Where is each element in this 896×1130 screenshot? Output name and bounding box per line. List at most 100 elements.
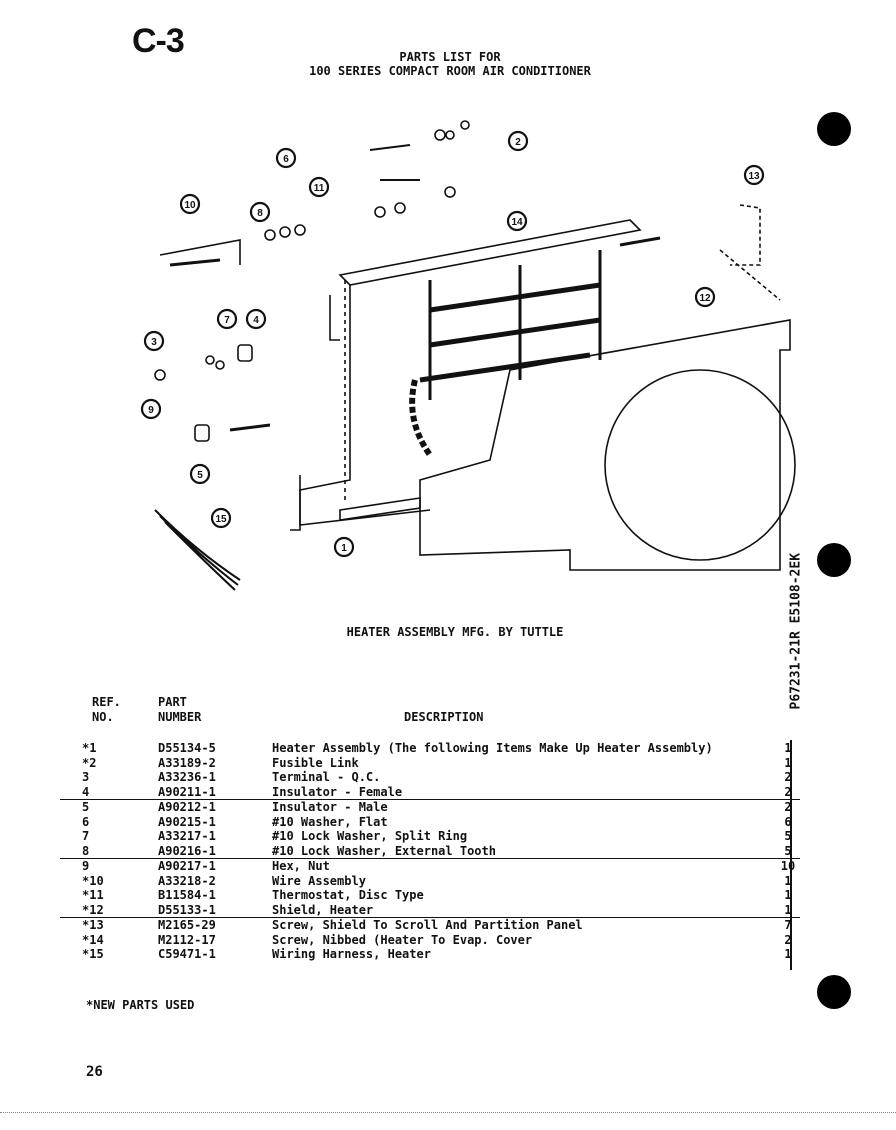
part-number: A90216-1 bbox=[158, 843, 216, 858]
table-row: 9 A90217-1 Hex, Nut 10 bbox=[60, 859, 800, 874]
title-line-1: PARTS LIST FOR bbox=[399, 50, 501, 64]
ref-no: *1 bbox=[82, 741, 97, 755]
header-ref-line1: REF. bbox=[92, 695, 121, 709]
footnote: *NEW PARTS USED bbox=[86, 998, 195, 1012]
table-row: 6 A90215-1 #10 Washer, Flat 6 bbox=[60, 815, 800, 830]
callout-8-label: 8 bbox=[257, 208, 263, 219]
callout-5 bbox=[189, 463, 211, 485]
part-number: D55134-5 bbox=[158, 741, 216, 755]
parts-table: *1 D55134-5 Heater Assembly (The following… bbox=[60, 741, 800, 962]
quantity: 10 bbox=[780, 859, 796, 873]
part-number: D55133-1 bbox=[158, 902, 216, 917]
header-ref: REF. NO. bbox=[92, 695, 121, 725]
callout-2-label: 2 bbox=[515, 137, 521, 148]
quantity: 5 bbox=[784, 843, 792, 858]
callout-5-label: 5 bbox=[197, 470, 203, 481]
header-part: PART NUMBER bbox=[158, 695, 201, 725]
quantity: 7 bbox=[784, 918, 792, 932]
quantity: 1 bbox=[784, 755, 792, 770]
part-number: A33236-1 bbox=[158, 770, 216, 784]
ref-no: *2 bbox=[82, 755, 97, 770]
quantity: 6 bbox=[784, 814, 792, 829]
header-part-line2: NUMBER bbox=[158, 710, 202, 724]
callout-6-label: 6 bbox=[283, 154, 289, 165]
quantity: 1 bbox=[784, 888, 792, 902]
description: #10 Lock Washer, Split Ring bbox=[272, 829, 468, 843]
callout-3-label: 3 bbox=[151, 337, 157, 348]
ref-no: 9 bbox=[82, 859, 90, 873]
description: Insulator - Female bbox=[272, 784, 403, 799]
description: Heater Assembly (The following Items Mak… bbox=[272, 741, 713, 755]
ref-no: *11 bbox=[82, 888, 104, 902]
callout-9-label: 9 bbox=[148, 405, 154, 416]
callout-11 bbox=[308, 176, 330, 198]
description: Wiring Harness, Heater bbox=[272, 947, 431, 961]
ref-no: 8 bbox=[82, 843, 90, 858]
ref-no: *12 bbox=[82, 902, 104, 917]
table-row: *11 B11584-1 Thermostat, Disc Type 1 bbox=[60, 888, 800, 903]
binder-hole-bottom bbox=[817, 975, 851, 1009]
header-part-line1: PART bbox=[158, 695, 187, 709]
callout-15-label: 15 bbox=[215, 514, 227, 525]
quantity: 1 bbox=[784, 873, 792, 888]
description: Terminal - Q.C. bbox=[272, 770, 381, 784]
part-number: A90217-1 bbox=[158, 859, 216, 873]
callout-9 bbox=[140, 398, 162, 420]
callout-12-label: 12 bbox=[699, 293, 711, 304]
callout-6 bbox=[275, 147, 297, 169]
quantity: 2 bbox=[784, 784, 792, 799]
binder-hole-top bbox=[817, 112, 851, 146]
description: Screw, Nibbed (Heater To Evap. Cover bbox=[272, 932, 533, 947]
callout-13-label: 13 bbox=[748, 171, 760, 182]
binder-hole-middle bbox=[817, 543, 851, 577]
description: Hex, Nut bbox=[272, 859, 330, 873]
ref-no: *14 bbox=[82, 932, 104, 947]
part-number: C59471-1 bbox=[158, 947, 216, 961]
callout-14 bbox=[506, 210, 528, 232]
page-code: C-3 bbox=[132, 22, 185, 60]
part-number: M2112-17 bbox=[158, 932, 216, 947]
scan-edge bbox=[0, 1112, 896, 1114]
title-line-2: 100 SERIES COMPACT ROOM AIR CONDITIONER bbox=[309, 64, 591, 78]
ref-no: *15 bbox=[82, 947, 104, 961]
qty-column-rule bbox=[790, 740, 792, 970]
callout-3 bbox=[143, 330, 165, 352]
callout-4 bbox=[245, 308, 267, 330]
description: #10 Lock Washer, External Tooth bbox=[272, 843, 496, 858]
callout-10-label: 10 bbox=[184, 200, 196, 211]
ref-no: 7 bbox=[82, 829, 90, 843]
ref-no: 5 bbox=[82, 800, 90, 814]
quantity: 1 bbox=[784, 741, 792, 755]
side-part-code: P67231-21R E5108-2EK bbox=[788, 552, 804, 710]
table-row: 3 A33236-1 Terminal - Q.C. 2 bbox=[60, 770, 800, 785]
table-row: *15 C59471-1 Wiring Harness, Heater 1 bbox=[60, 947, 800, 962]
quantity: 2 bbox=[784, 770, 792, 784]
callout-1 bbox=[333, 536, 355, 558]
exploded-parts-diagram: 1 2 3 4 5 6 7 8 9 10 11 12 13 14 15 bbox=[140, 120, 796, 591]
description: #10 Washer, Flat bbox=[272, 814, 388, 829]
description: Fusible Link bbox=[272, 755, 359, 770]
ref-no: 3 bbox=[82, 770, 90, 784]
description: Shield, Heater bbox=[272, 902, 374, 917]
description: Thermostat, Disc Type bbox=[272, 888, 424, 902]
ref-no: 6 bbox=[82, 814, 90, 829]
part-number: B11584-1 bbox=[158, 888, 216, 902]
part-number: A33217-1 bbox=[158, 829, 216, 843]
callout-13 bbox=[743, 164, 765, 186]
table-row: 4 A90211-1 Insulator - Female 2 bbox=[60, 784, 800, 800]
callout-8 bbox=[249, 201, 271, 223]
callout-7-label: 7 bbox=[224, 315, 230, 326]
ref-no: *10 bbox=[82, 873, 104, 888]
part-number: A90215-1 bbox=[158, 814, 216, 829]
callout-12 bbox=[694, 286, 716, 308]
table-row: 8 A90216-1 #10 Lock Washer, External Tooth… bbox=[60, 843, 800, 859]
quantity: 1 bbox=[784, 947, 792, 961]
ref-no: 4 bbox=[82, 784, 90, 799]
part-number: A90211-1 bbox=[158, 784, 216, 799]
quantity: 2 bbox=[784, 932, 792, 947]
header-ref-line2: NO. bbox=[92, 710, 114, 724]
